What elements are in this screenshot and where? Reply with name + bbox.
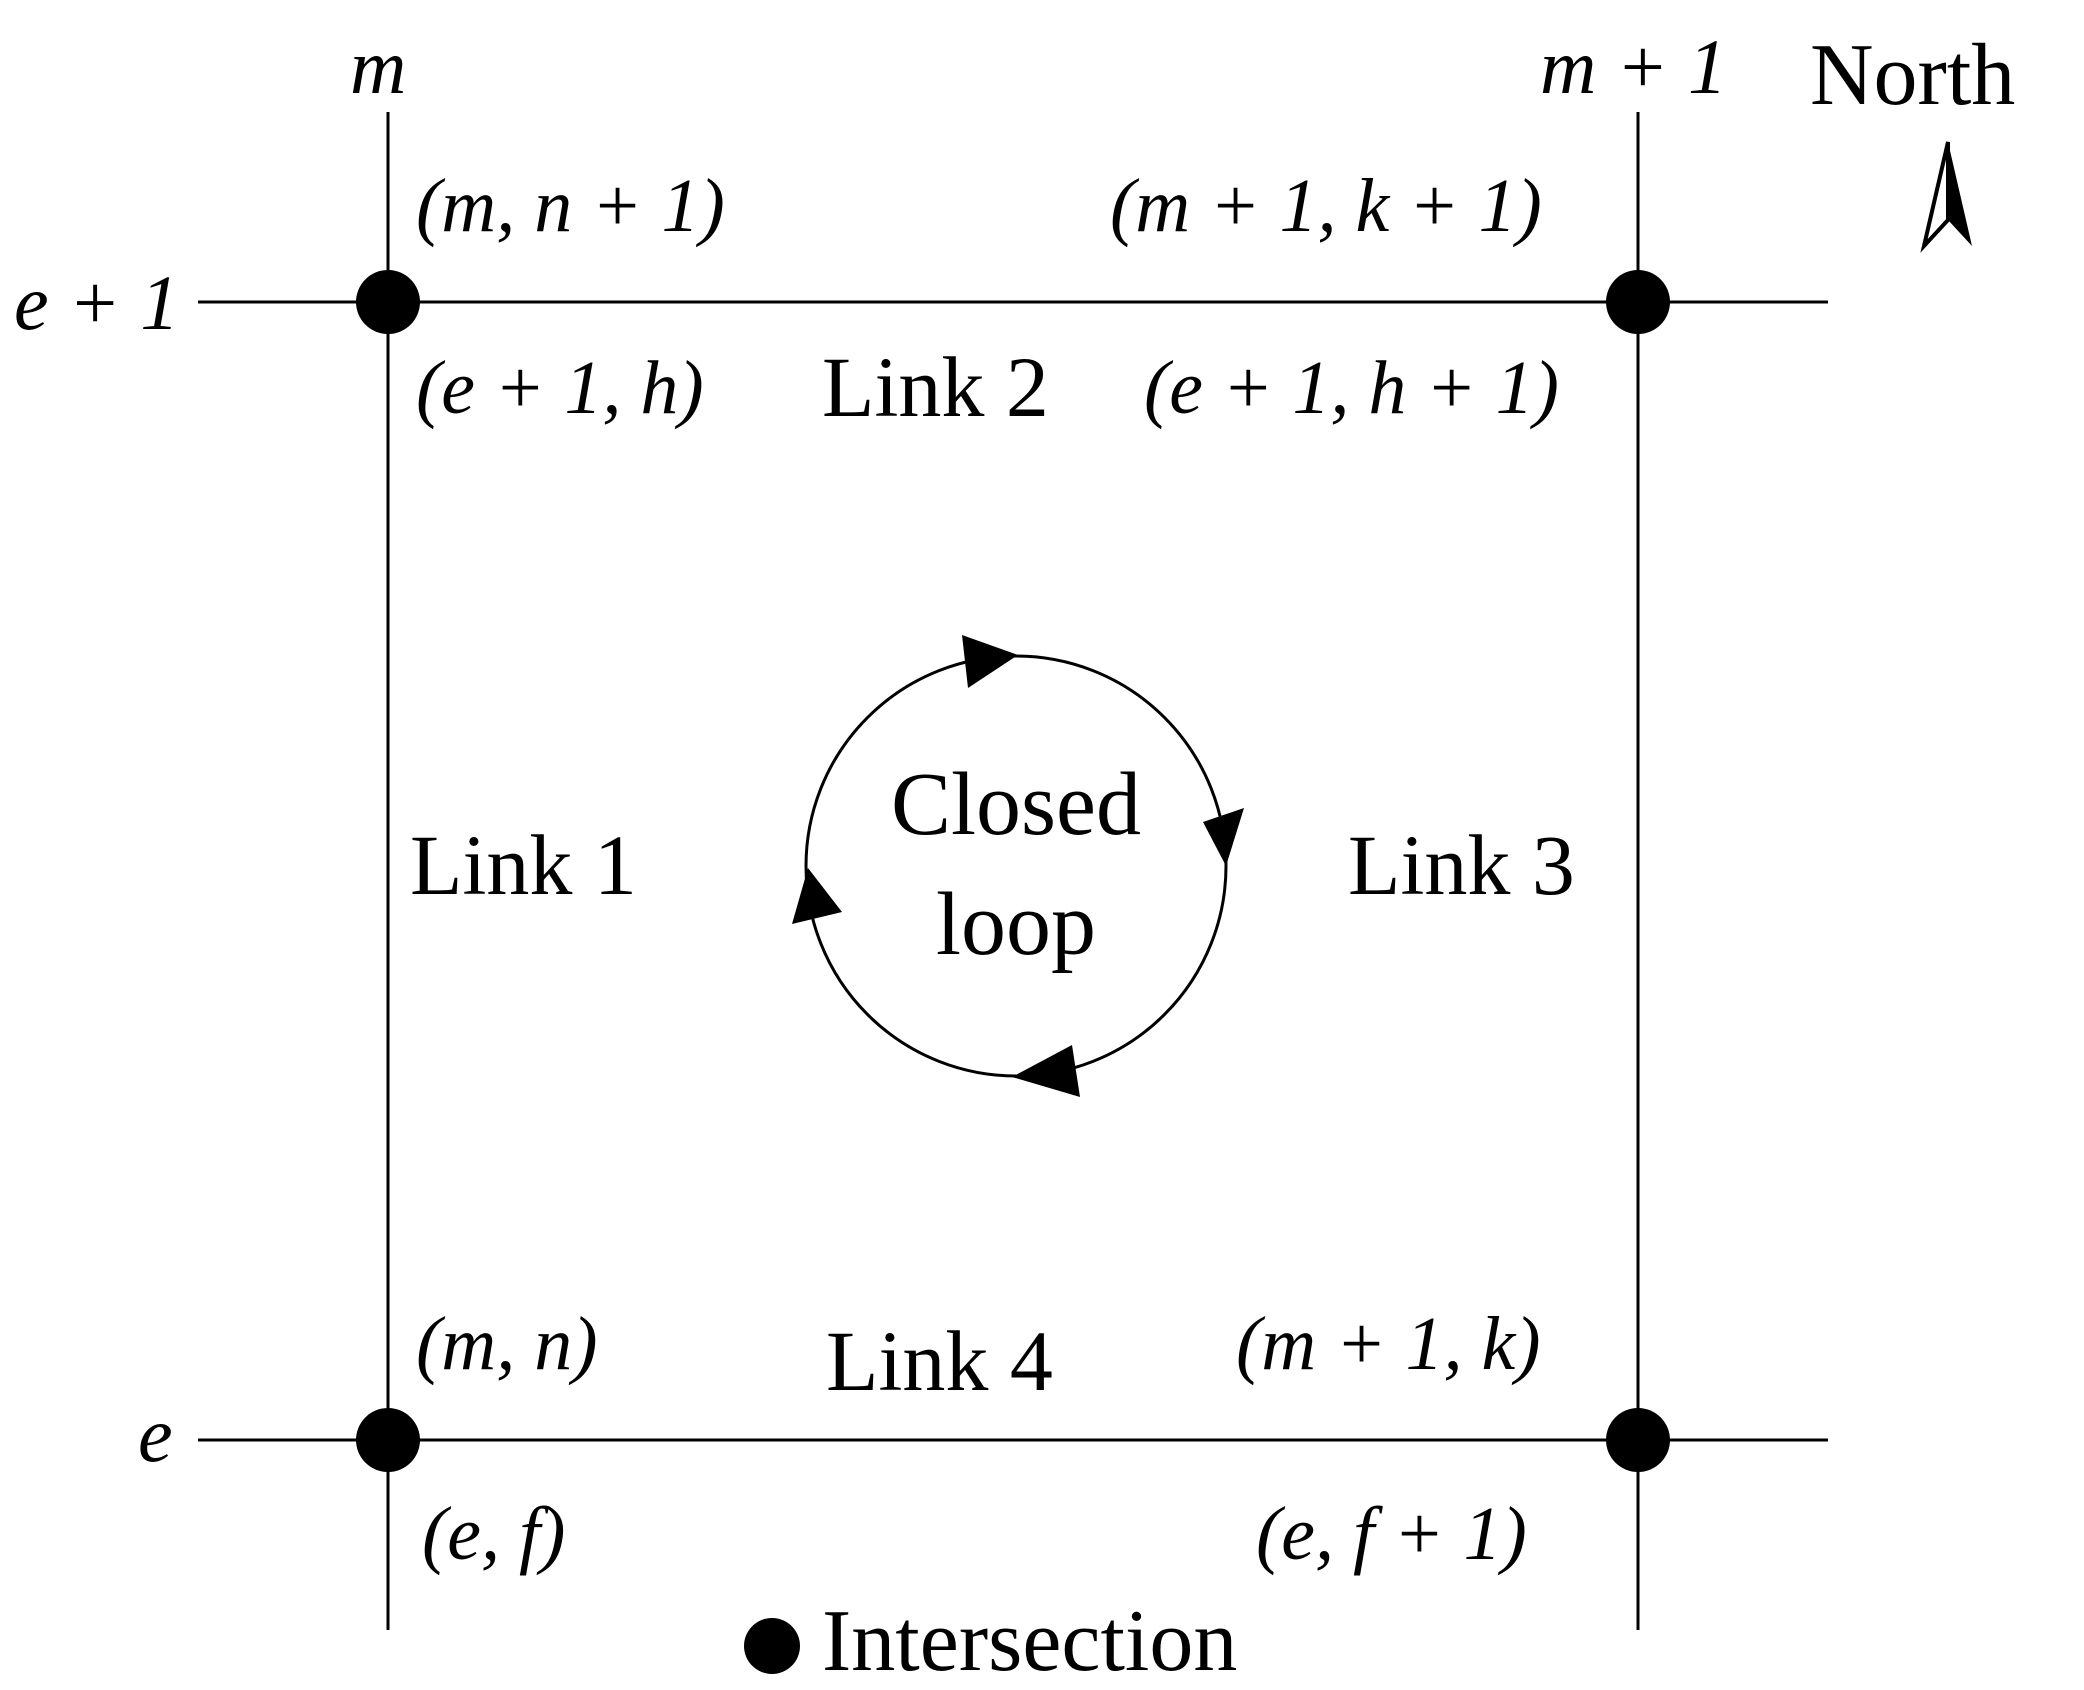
closed-loop-label-line2: loop xyxy=(935,875,1096,974)
column-label-m: m xyxy=(350,23,407,110)
closed-loop-circle xyxy=(804,654,1228,1078)
intersection-bottom-right xyxy=(1606,1408,1670,1472)
node-label-top-right-lower: (e + 1, h + 1) xyxy=(1144,346,1559,430)
node-label-bottom-right-lower: (e, f + 1) xyxy=(1256,1492,1527,1576)
node-label-top-left-upper: (m, n + 1) xyxy=(416,164,725,248)
loop-arrow-left-icon xyxy=(792,868,842,924)
link-3-label: Link 3 xyxy=(1348,817,1575,913)
row-label-e: e xyxy=(138,1391,173,1478)
intersection-bottom-left xyxy=(356,1408,420,1472)
intersection-dot-icon xyxy=(744,1618,800,1674)
node-label-top-left-lower: (e + 1, h) xyxy=(416,346,704,430)
legend-intersection-label: Intersection xyxy=(822,1593,1238,1690)
column-label-m-plus-1: m + 1 xyxy=(1540,23,1727,110)
closed-loop-label-line1: Closed xyxy=(890,755,1141,854)
loop-arrow-bottom-icon xyxy=(1012,1045,1080,1097)
north-arrow-icon xyxy=(1920,141,1972,253)
north-label: North xyxy=(1810,27,2016,124)
link-4-label: Link 4 xyxy=(826,1313,1053,1409)
link-1-label: Link 1 xyxy=(410,817,637,913)
node-label-bottom-left-lower: (e, f) xyxy=(422,1492,566,1576)
row-label-e-plus-1: e + 1 xyxy=(14,259,180,346)
intersection-top-left xyxy=(356,270,420,334)
intersection-top-right xyxy=(1606,270,1670,334)
loop-arrow-top-icon xyxy=(962,635,1018,688)
node-label-bottom-right-upper: (m + 1, k) xyxy=(1236,1302,1541,1386)
loop-arrow-right-icon xyxy=(1203,808,1244,866)
node-label-bottom-left-upper: (m, n) xyxy=(416,1302,598,1386)
node-label-top-right-upper: (m + 1, k + 1) xyxy=(1110,164,1542,248)
link-2-label: Link 2 xyxy=(822,339,1049,435)
